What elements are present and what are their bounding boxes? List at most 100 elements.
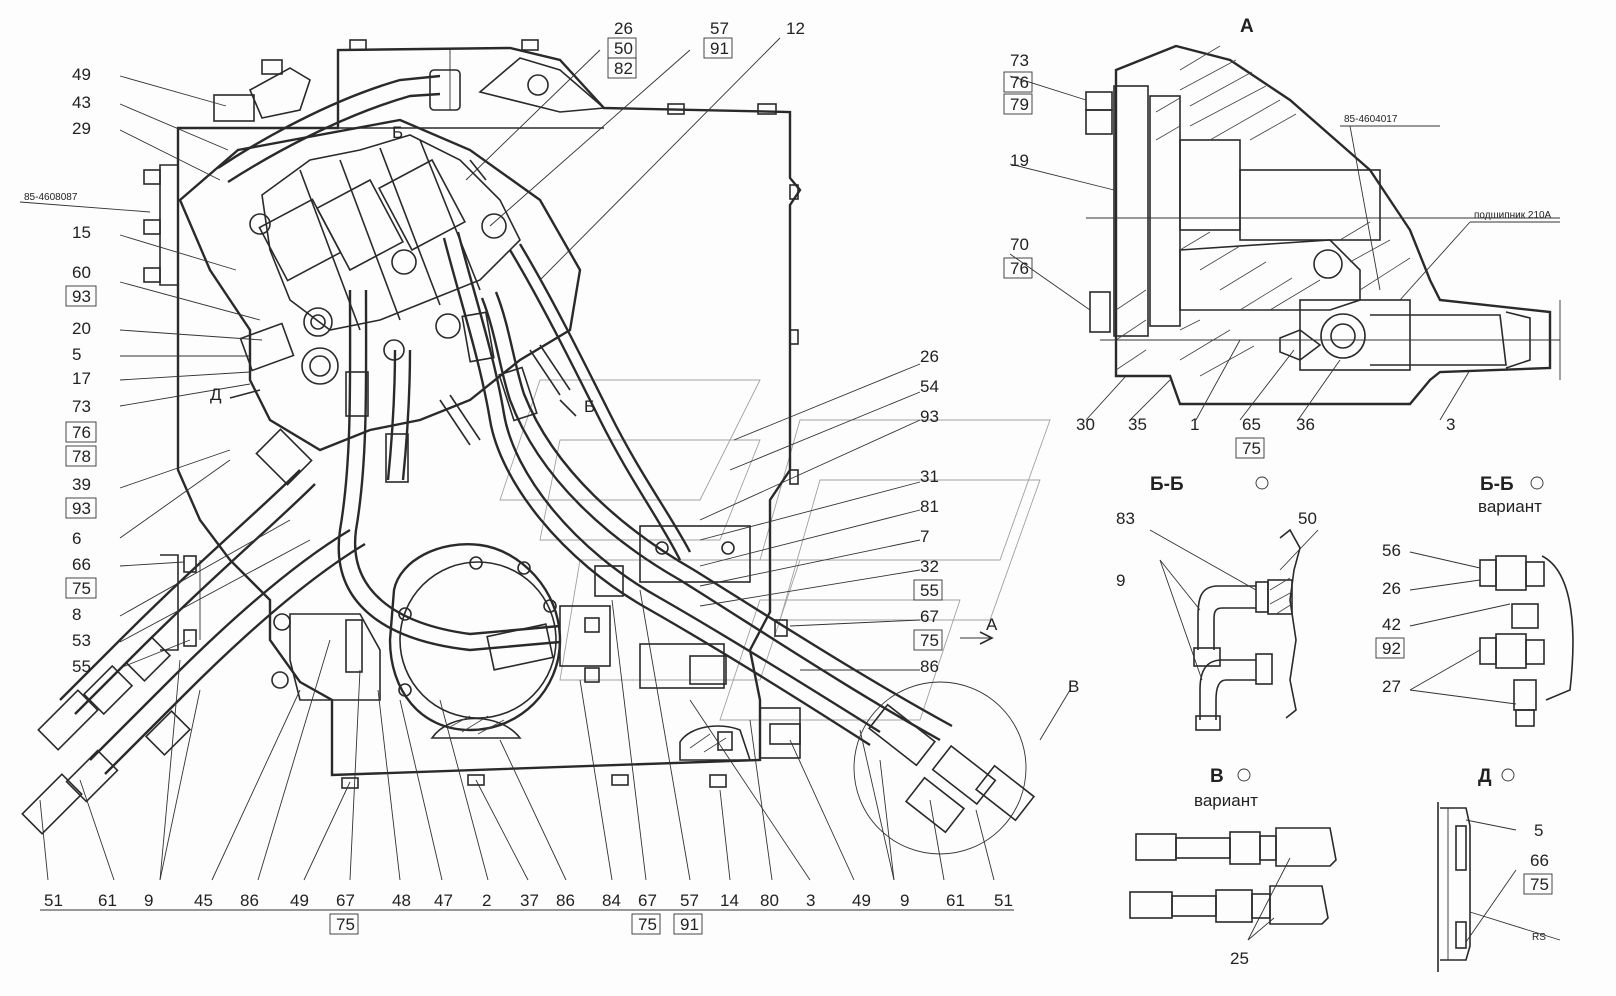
callout-a-73: 73	[1010, 51, 1029, 70]
callout-d-rs: RS	[1532, 932, 1546, 943]
callout-12: 12	[786, 19, 805, 38]
callout-bbv-42: 42	[1382, 615, 1401, 634]
callout-91-top: 91	[710, 39, 729, 58]
callout-a-76: 76	[1010, 73, 1029, 92]
callout-7: 7	[920, 527, 929, 546]
callout-a-36: 36	[1296, 415, 1315, 434]
callout-93b: 93	[72, 499, 91, 518]
callout-81: 81	[920, 497, 939, 516]
callout-26-top: 26	[614, 19, 633, 38]
callout-67: 67	[336, 891, 355, 910]
callout-3: 3	[806, 891, 815, 910]
callout-39: 39	[72, 475, 91, 494]
callout-76: 76	[72, 423, 91, 442]
callout-bb-83: 83	[1116, 509, 1135, 528]
callout-29: 29	[72, 119, 91, 138]
callout-53: 53	[72, 631, 91, 650]
callout-a-70: 70	[1010, 235, 1029, 254]
callout-54: 54	[920, 377, 939, 396]
callout-84: 84	[602, 891, 621, 910]
callout-50-top: 50	[614, 39, 633, 58]
section-bb-title: Б-Б	[1150, 474, 1184, 495]
callout-86b: 86	[556, 891, 575, 910]
callout-bb-9: 9	[1116, 571, 1125, 590]
callout-86-mid: 86	[920, 657, 939, 676]
view-a-title: А	[1240, 16, 1254, 37]
main-view: 49 43 29 85-4608087 15 60 93 20 5 17 73 …	[19, 19, 1079, 935]
callout-v-25: 25	[1230, 949, 1249, 968]
callout-31: 31	[920, 467, 939, 486]
callout-57: 57	[680, 891, 699, 910]
callout-75b: 75	[638, 915, 657, 934]
callout-8: 8	[72, 605, 81, 624]
callout-47: 47	[434, 891, 453, 910]
callout-86: 86	[240, 891, 259, 910]
callout-d-75: 75	[1530, 875, 1549, 894]
callout-a-3: 3	[1446, 415, 1455, 434]
callout-75: 75	[72, 579, 91, 598]
callout-66: 66	[72, 555, 91, 574]
callout-d-5: 5	[1534, 821, 1543, 840]
callout-a-19: 19	[1010, 151, 1029, 170]
callout-61: 61	[98, 891, 117, 910]
callout-49-bottom: 49	[290, 891, 309, 910]
callout-75-mid: 75	[920, 631, 939, 650]
callout-9b: 9	[900, 891, 909, 910]
callout-a-79: 79	[1010, 95, 1029, 114]
callout-82: 82	[614, 59, 633, 78]
callout-55-mid: 55	[920, 581, 939, 600]
cut-mark-b-top: Б	[392, 123, 403, 142]
section-bb-variant-subtitle: вариант	[1478, 497, 1542, 516]
callout-49b: 49	[852, 891, 871, 910]
hoses	[21, 69, 1036, 835]
callout-93-mid: 93	[920, 407, 939, 426]
cut-mark-d: Д	[210, 385, 222, 404]
callout-9: 9	[144, 891, 153, 910]
callout-75-bottom: 75	[336, 915, 355, 934]
callout-78: 78	[72, 447, 91, 466]
watermark	[499, 379, 1051, 721]
view-v-title: В	[1210, 766, 1224, 787]
callout-49: 49	[72, 65, 91, 84]
cut-mark-a: А	[986, 615, 998, 634]
callout-a-75: 75	[1242, 439, 1261, 458]
callout-51b: 51	[994, 891, 1013, 910]
callout-67-mid: 67	[920, 607, 939, 626]
callout-80: 80	[760, 891, 779, 910]
callout-45: 45	[194, 891, 213, 910]
cut-mark-b-bottom: Б	[584, 397, 595, 416]
callout-48: 48	[392, 891, 411, 910]
callout-bbv-26: 26	[1382, 579, 1401, 598]
callout-26-mid: 26	[920, 347, 939, 366]
callout-61b: 61	[946, 891, 965, 910]
callout-15: 15	[72, 223, 91, 242]
callout-93: 93	[72, 287, 91, 306]
section-bb: Б-Б 83 50 9	[1116, 474, 1319, 731]
callout-67b: 67	[638, 891, 657, 910]
callout-32: 32	[920, 557, 939, 576]
leader-lines-main	[19, 37, 1071, 881]
callout-bbv-92: 92	[1382, 639, 1401, 658]
callout-bearing-210a: подшипник 210А	[1474, 210, 1552, 221]
callout-91: 91	[680, 915, 699, 934]
pump-assembly	[271, 525, 801, 761]
callout-ref-85-4604017: 85-4604017	[1344, 114, 1398, 125]
view-v-circle	[853, 681, 1027, 855]
callout-60: 60	[72, 263, 91, 282]
callout-a-65: 65	[1242, 415, 1261, 434]
view-a-hatching	[1115, 45, 1411, 377]
callout-17: 17	[72, 369, 91, 388]
section-bb-variant-title: Б-Б	[1480, 474, 1514, 495]
view-d: Д 5 66 75 RS	[1437, 766, 1561, 972]
callout-37: 37	[520, 891, 539, 910]
section-bb-variant: Б-Б вариант 56 26 42 92 27	[1375, 474, 1574, 727]
view-d-title: Д	[1478, 766, 1492, 787]
callout-a-1: 1	[1190, 415, 1199, 434]
cut-mark-v: В	[1068, 677, 1079, 696]
callout-73: 73	[72, 397, 91, 416]
callout-5: 5	[72, 345, 81, 364]
callout-a-76b: 76	[1010, 259, 1029, 278]
view-v-subtitle: вариант	[1194, 791, 1258, 810]
callout-bb-50: 50	[1298, 509, 1317, 528]
